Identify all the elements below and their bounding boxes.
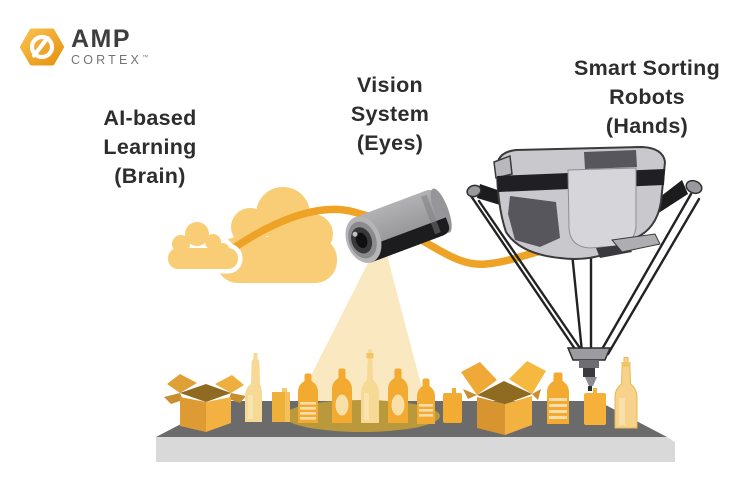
label-ai-based-learning: AI-based Learning (Brain) [52,104,248,191]
label-smart-sorting-robots: Smart Sorting Robots (Hands) [540,54,750,141]
label-line: Robots [609,85,685,109]
label-line: (Brain) [114,164,186,188]
label-line: Vision [357,73,423,97]
bottle-tall-right [614,357,638,429]
robot-elbow-right [685,179,703,195]
recyclable-items [164,349,638,435]
bottle-striped [298,373,318,423]
camera-icon [345,188,452,263]
robot-gripper [566,347,612,391]
label-line: Smart Sorting [573,56,721,80]
bottle-striped [547,372,569,424]
can [443,388,462,423]
small-cloud-icon [163,217,243,274]
can [584,388,606,425]
robot-elbow-left [466,184,482,198]
label-line: AI-based [103,106,197,130]
cardboard-box-left [164,374,246,432]
delta-robot-icon [466,145,703,391]
bottle-label [332,368,352,423]
robot-lower-arms [469,192,701,356]
cardboard-box-right [461,361,546,435]
logo-brand: AMP [71,24,132,53]
label-line: Learning [103,135,197,159]
bottle-highlight [248,395,253,419]
robot-body [493,145,667,260]
amp-hexagon-icon [20,28,64,66]
logo-trademark: ™ [142,54,149,61]
amp-cortex-logo: AMP CORTEX™ [20,24,148,70]
cloud-illustration [216,187,337,283]
logo-product-text: CORTEX [71,53,143,68]
logo-product: CORTEX™ [71,51,148,67]
bottle-label [388,368,408,423]
carton [272,388,290,422]
label-line: (Eyes) [356,131,424,155]
bottle-tall-center [361,349,379,423]
bottle-striped [417,378,435,424]
label-vision-system: Vision System (Eyes) [316,71,464,158]
label-line: (Hands) [605,114,689,138]
logo-text: AMP CORTEX™ [71,24,148,67]
conveyor-front-face [156,437,675,462]
label-line: System [350,102,430,126]
camera-lens [345,216,382,263]
bottle [245,353,262,422]
